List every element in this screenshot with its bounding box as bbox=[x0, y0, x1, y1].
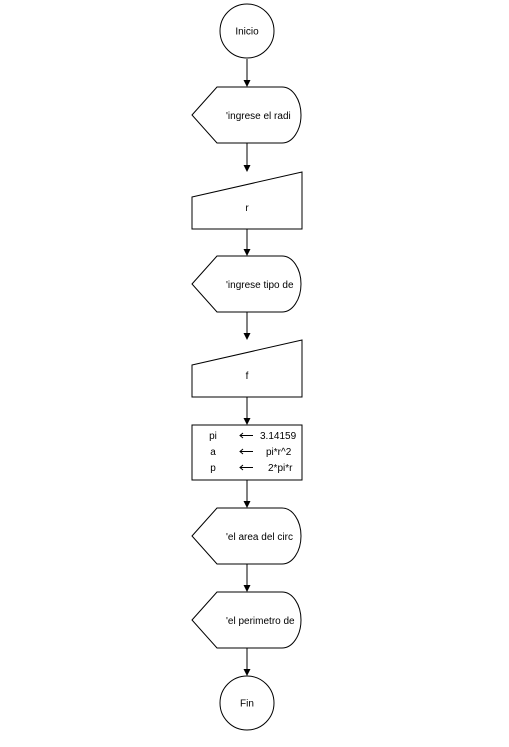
assignment-var: pi bbox=[209, 431, 217, 442]
end-label: Fin bbox=[240, 699, 254, 710]
connector-start-to-display1 bbox=[243, 59, 251, 87]
left-arrow-icon bbox=[239, 432, 253, 439]
display-2-label: 'ingrese tipo de bbox=[226, 280, 294, 291]
start-terminal: Inicio bbox=[219, 3, 275, 59]
start-label: Inicio bbox=[235, 27, 259, 38]
display-1-label: 'ingrese el radi bbox=[226, 111, 291, 122]
input-shape-1: r bbox=[191, 171, 303, 230]
assignment-row-3: p 2*pi*r bbox=[210, 463, 293, 474]
left-arrow-icon bbox=[239, 464, 253, 471]
display-4-label: 'el perimetro de bbox=[226, 616, 295, 627]
connector-display2-to-input2 bbox=[243, 312, 251, 340]
connector-display4-to-end bbox=[243, 648, 251, 676]
end-terminal: Fin bbox=[219, 675, 275, 731]
input-shape-2: f bbox=[191, 339, 303, 398]
input-1-label: r bbox=[245, 203, 249, 214]
display-shape-3: 'el area del circ bbox=[191, 507, 302, 565]
process-block: pi 3.14159 a pi*r^2 p bbox=[191, 424, 303, 481]
connector-process-to-display3 bbox=[243, 480, 251, 508]
connector-input2-to-process bbox=[243, 397, 251, 425]
display-shape-2: 'ingrese tipo de bbox=[191, 255, 302, 313]
assignment-var: p bbox=[210, 463, 216, 474]
assignment-value: 3.14159 bbox=[260, 431, 297, 442]
assignment-value: pi*r^2 bbox=[266, 447, 292, 458]
connector-display3-to-display4 bbox=[243, 564, 251, 592]
display-shape-4: 'el perimetro de bbox=[191, 591, 302, 649]
input-2-label: f bbox=[246, 371, 249, 382]
assignment-value: 2*pi*r bbox=[268, 463, 293, 474]
connector-display1-to-input1 bbox=[243, 143, 251, 172]
assignment-row-2: a pi*r^2 bbox=[210, 447, 291, 458]
left-arrow-icon bbox=[239, 448, 253, 455]
display-shape-1: 'ingrese el radi bbox=[191, 86, 302, 144]
connector-input1-to-display2 bbox=[243, 229, 251, 256]
assignment-var: a bbox=[210, 447, 216, 458]
assignment-row-1: pi 3.14159 bbox=[209, 431, 296, 442]
display-3-label: 'el area del circ bbox=[226, 532, 293, 543]
